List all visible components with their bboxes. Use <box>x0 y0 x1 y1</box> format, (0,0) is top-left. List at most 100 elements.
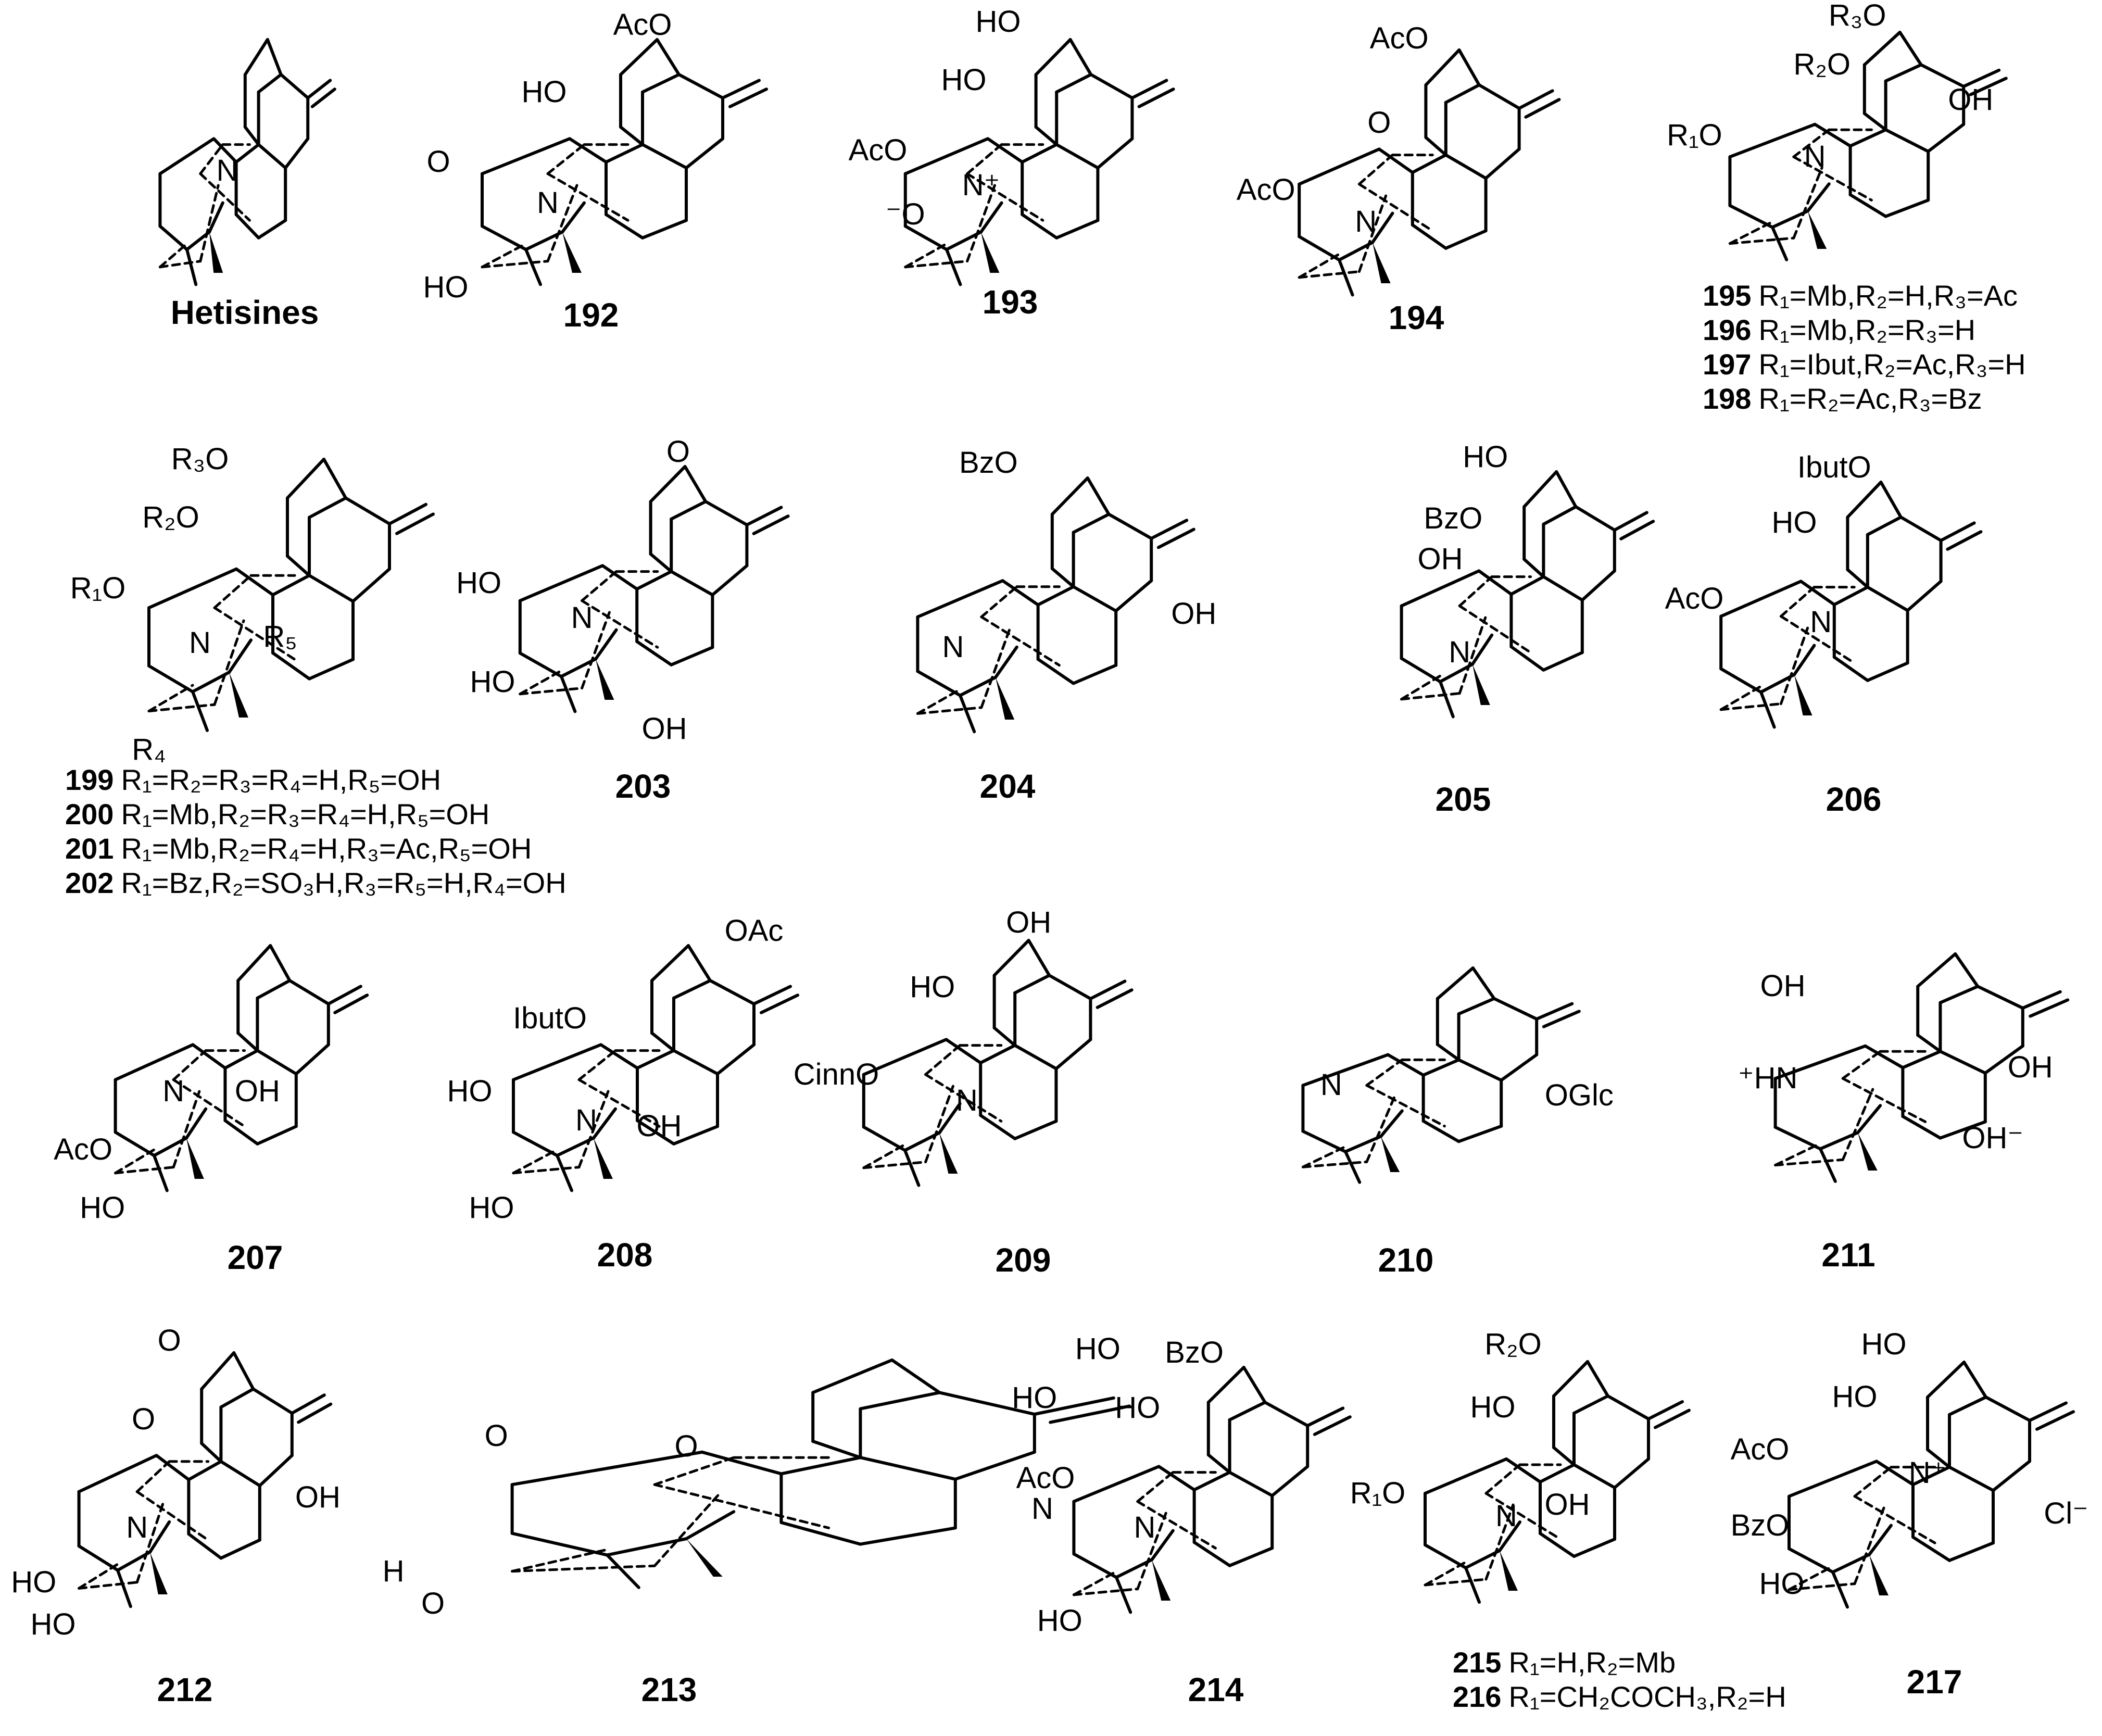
dashed-bond <box>653 1483 830 1529</box>
bond <box>903 224 948 251</box>
bond <box>1875 1460 1915 1487</box>
bond <box>1542 505 1578 526</box>
bond <box>1939 985 1980 1004</box>
bond <box>258 1454 294 1488</box>
bond <box>1424 1475 1467 1495</box>
bond <box>147 587 194 610</box>
bond <box>1492 997 1539 1021</box>
dashed-bond <box>924 1085 954 1164</box>
bond <box>1344 1135 1382 1153</box>
bond <box>1298 235 1341 262</box>
bond <box>1344 1053 1390 1072</box>
compound-number: 197 <box>1703 348 1752 381</box>
bond <box>1868 1524 1893 1556</box>
bond <box>1306 1406 1345 1427</box>
atom-label: IbutO <box>1797 450 1871 484</box>
dashed-bond <box>966 184 996 263</box>
bond <box>1969 77 2008 96</box>
bond <box>1535 1002 1574 1021</box>
bond <box>1759 580 1803 600</box>
compound-211-skeleton <box>1773 952 2070 1183</box>
compound-label-203: 203 <box>615 768 671 805</box>
dashed-bond <box>1424 1578 1488 1587</box>
bond <box>1542 1010 1581 1028</box>
bond <box>1301 1129 1347 1153</box>
atom-label: H <box>382 1554 405 1588</box>
atom-label: N <box>1810 605 1832 639</box>
atom-label: OH⁻ <box>1962 1121 2023 1155</box>
bond <box>1242 1366 1267 1404</box>
compound-label-211: 211 <box>1821 1236 1876 1274</box>
bond <box>1096 137 1134 170</box>
bond <box>650 1031 675 1052</box>
dashed-bond <box>916 688 962 715</box>
dashed-bond <box>1792 128 1831 158</box>
atom-label: O <box>421 1587 445 1620</box>
bond <box>635 640 673 666</box>
atom-label: OH <box>234 1074 280 1108</box>
bond <box>1572 1538 1616 1558</box>
bond <box>388 502 427 525</box>
bond <box>903 1149 921 1187</box>
atom-label: HO <box>1463 440 1508 474</box>
dashed-bond <box>581 599 659 649</box>
bond <box>979 1114 1017 1140</box>
atom-label: HO <box>1470 1390 1516 1424</box>
bond <box>1086 476 1111 516</box>
bond <box>716 1043 756 1076</box>
bond <box>333 993 369 1014</box>
bond <box>1036 585 1075 607</box>
bond <box>1522 470 1558 509</box>
bond <box>1055 143 1100 170</box>
bond <box>641 219 688 240</box>
dashed-bond <box>653 1494 720 1567</box>
bond <box>1072 1482 1118 1503</box>
atom-label: OGlc <box>1544 1078 1614 1112</box>
bond <box>959 694 976 734</box>
bond <box>1156 527 1195 549</box>
dashed-bond <box>1841 1050 1882 1080</box>
bond <box>191 567 238 590</box>
dashed-bond <box>980 585 1018 619</box>
bond <box>670 500 708 521</box>
bond <box>266 38 283 77</box>
bond <box>1939 1050 1987 1075</box>
atom-label: N <box>1134 1511 1156 1544</box>
bond <box>979 201 1003 234</box>
dashed-bond <box>135 1460 171 1493</box>
bond <box>1027 939 1051 977</box>
dashed-bond <box>1779 615 1856 664</box>
bond <box>1906 580 1943 612</box>
atom-label: O <box>484 1418 508 1453</box>
dashed-bond <box>904 260 969 269</box>
bond <box>236 944 272 983</box>
bond <box>2028 1401 2068 1422</box>
atom-label: R₂O <box>1484 1327 1542 1361</box>
compound-205-skeleton <box>1400 470 1655 719</box>
bond <box>1719 597 1763 618</box>
atom-label: HO <box>30 1607 76 1641</box>
bond <box>1866 515 1903 536</box>
substituent-definition: R₁=Mb,R₂=H,R₃=Ac <box>1758 279 2018 312</box>
compound-209-skeleton <box>862 939 1134 1187</box>
bond <box>256 979 292 1000</box>
bond <box>1400 657 1442 684</box>
dashed-bond <box>147 684 194 713</box>
atom-label: AcO <box>1730 1432 1790 1466</box>
compound-number: 196 <box>1703 313 1752 346</box>
bond <box>1457 48 1481 87</box>
atom-label: BzO <box>1424 501 1483 535</box>
dashed-bond <box>1424 1561 1467 1587</box>
bond <box>351 567 391 603</box>
dashed-bond <box>916 706 983 715</box>
atom-label: OH <box>1171 597 1217 631</box>
bond <box>116 1568 132 1608</box>
compound-213-skeleton <box>510 1358 1131 1589</box>
bond <box>234 213 260 240</box>
bond <box>1962 1361 1987 1399</box>
dashed-bond <box>581 611 611 690</box>
bond <box>779 1521 862 1546</box>
bond <box>1072 1552 1118 1579</box>
